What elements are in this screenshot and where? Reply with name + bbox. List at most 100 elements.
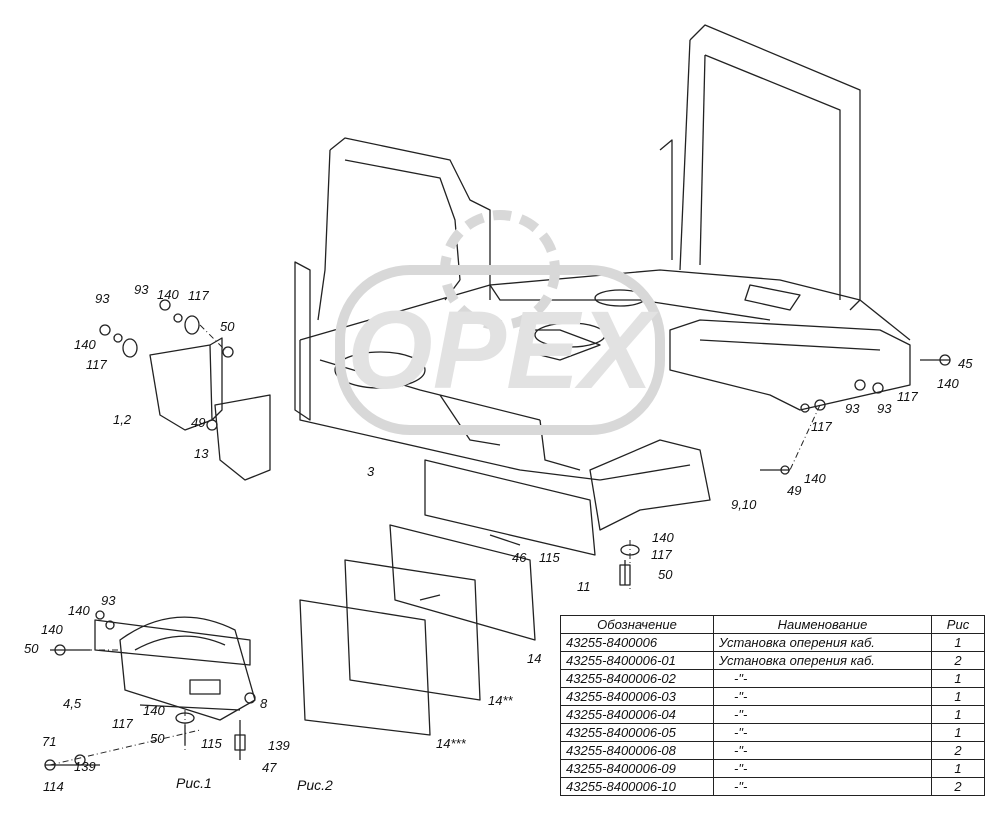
callout-117: 117 [811, 419, 832, 434]
callout-4-5: 4,5 [63, 696, 82, 711]
cell-figure: 1 [931, 633, 985, 652]
callout-93: 93 [95, 291, 110, 306]
callout-46: 46 [512, 550, 527, 565]
callout-14-double-star: 14** [488, 693, 513, 708]
header-figure: Рис [931, 615, 985, 634]
bracket-1-2 [149, 337, 223, 431]
watermark-text: OPEX [347, 289, 658, 412]
callout-93: 93 [877, 401, 892, 416]
wheel-arch-panel [589, 439, 711, 531]
cell-name: Установка оперения каб. [713, 633, 932, 652]
callout-140: 140 [652, 530, 674, 545]
callout-117: 117 [86, 357, 107, 372]
cell-name: Установка оперения каб. [713, 651, 932, 670]
cell-designation: 43255-8400006-04 [560, 705, 714, 724]
cell-name: -"- [713, 777, 932, 796]
panel-11 [424, 459, 596, 556]
callout-139: 139 [268, 738, 290, 753]
assembly-lines [49, 324, 821, 766]
table-row: 43255-8400006-10 -"- 2 [560, 777, 985, 796]
cell-designation: 43255-8400006-03 [560, 687, 714, 706]
table-row: 43255-8400006-05 -"- 1 [560, 723, 985, 742]
cell-designation: 43255-8400006-05 [560, 723, 714, 742]
cell-name: -"- [713, 669, 932, 688]
callout-117: 117 [112, 716, 133, 731]
cell-designation: 43255-8400006-02 [560, 669, 714, 688]
cell-figure: 1 [931, 705, 985, 724]
callout-117: 117 [188, 288, 209, 303]
figure-caption-1: Рис.1 [176, 775, 212, 791]
table-row: 43255-8400006-09 -"- 1 [560, 759, 985, 778]
mudguard-panel-14-3 [299, 599, 431, 736]
callout-11: 11 [577, 579, 591, 594]
callout-140: 140 [74, 337, 96, 352]
cell-figure: 1 [931, 723, 985, 742]
callout-93: 93 [101, 593, 116, 608]
callout-1-2: 1,2 [113, 412, 132, 427]
cell-name: -"- [713, 705, 932, 724]
table-row: 43255-8400006-01 Установка оперения каб.… [560, 651, 985, 670]
callout-50: 50 [658, 567, 673, 582]
cell-designation: 43255-8400006 [560, 633, 714, 652]
callout-8: 8 [260, 696, 268, 711]
mudguard-panel-14-2 [344, 559, 481, 701]
cab-left-frame [294, 137, 491, 421]
mudguard-panel-14 [389, 524, 536, 641]
cell-name: -"- [713, 741, 932, 760]
callout-9-10: 9,10 [731, 497, 757, 512]
callout-140: 140 [937, 376, 959, 391]
cell-figure: 2 [931, 741, 985, 760]
cell-designation: 43255-8400006-01 [560, 651, 714, 670]
callout-14-triple-star: 14*** [436, 736, 466, 751]
cell-name: -"- [713, 759, 932, 778]
splash-panel-right [669, 319, 911, 411]
specification-table: Обозначение Наименование Рис 43255-84000… [560, 615, 985, 796]
cell-designation: 43255-8400006-09 [560, 759, 714, 778]
callout-50: 50 [24, 641, 39, 656]
callout-115: 115 [201, 736, 222, 751]
fasteners [44, 299, 951, 771]
table-row: 43255-8400006-08 -"- 2 [560, 741, 985, 760]
figure-caption-2: Рис.2 [297, 777, 333, 793]
callout-50: 50 [220, 319, 235, 334]
cell-name: -"- [713, 687, 932, 706]
callout-71: 71 [42, 734, 57, 749]
callout-50: 50 [150, 731, 165, 746]
callout-140: 140 [143, 703, 165, 718]
header-designation: Обозначение [560, 615, 714, 634]
callout-114: 114 [43, 779, 64, 794]
callout-140: 140 [41, 622, 63, 637]
callout-115: 115 [539, 550, 560, 565]
cell-name: -"- [713, 723, 932, 742]
callout-139: 139 [74, 759, 96, 774]
callout-140: 140 [804, 471, 826, 486]
cell-designation: 43255-8400006-08 [560, 741, 714, 760]
table-row: 43255-8400006-02 -"- 1 [560, 669, 985, 688]
callout-93: 93 [134, 282, 149, 297]
table-row: 43255-8400006-04 -"- 1 [560, 705, 985, 724]
cell-figure: 2 [931, 777, 985, 796]
callout-45: 45 [958, 356, 973, 371]
bracket-13 [214, 394, 271, 481]
fender-assembly-4-5 [94, 616, 256, 721]
watermark: OPEX [335, 210, 665, 435]
callout-117: 117 [651, 547, 672, 562]
cell-figure: 1 [931, 669, 985, 688]
table-row: 43255-8400006-03 -"- 1 [560, 687, 985, 706]
cab-floor [299, 269, 911, 481]
cab-right-frame [659, 24, 861, 311]
callout-13: 13 [194, 446, 209, 461]
table-header-row: Обозначение Наименование Рис [560, 615, 985, 634]
table-row: 43255-8400006 Установка оперения каб. 1 [560, 633, 985, 652]
callout-3: 3 [367, 464, 375, 479]
callout-140: 140 [68, 603, 90, 618]
cell-figure: 2 [931, 651, 985, 670]
header-name: Наименование [713, 615, 932, 634]
callout-47: 47 [262, 760, 277, 775]
callout-93: 93 [845, 401, 860, 416]
callout-140: 140 [157, 287, 179, 302]
cell-designation: 43255-8400006-10 [560, 777, 714, 796]
callout-49: 49 [787, 483, 802, 498]
callout-117: 117 [897, 389, 918, 404]
